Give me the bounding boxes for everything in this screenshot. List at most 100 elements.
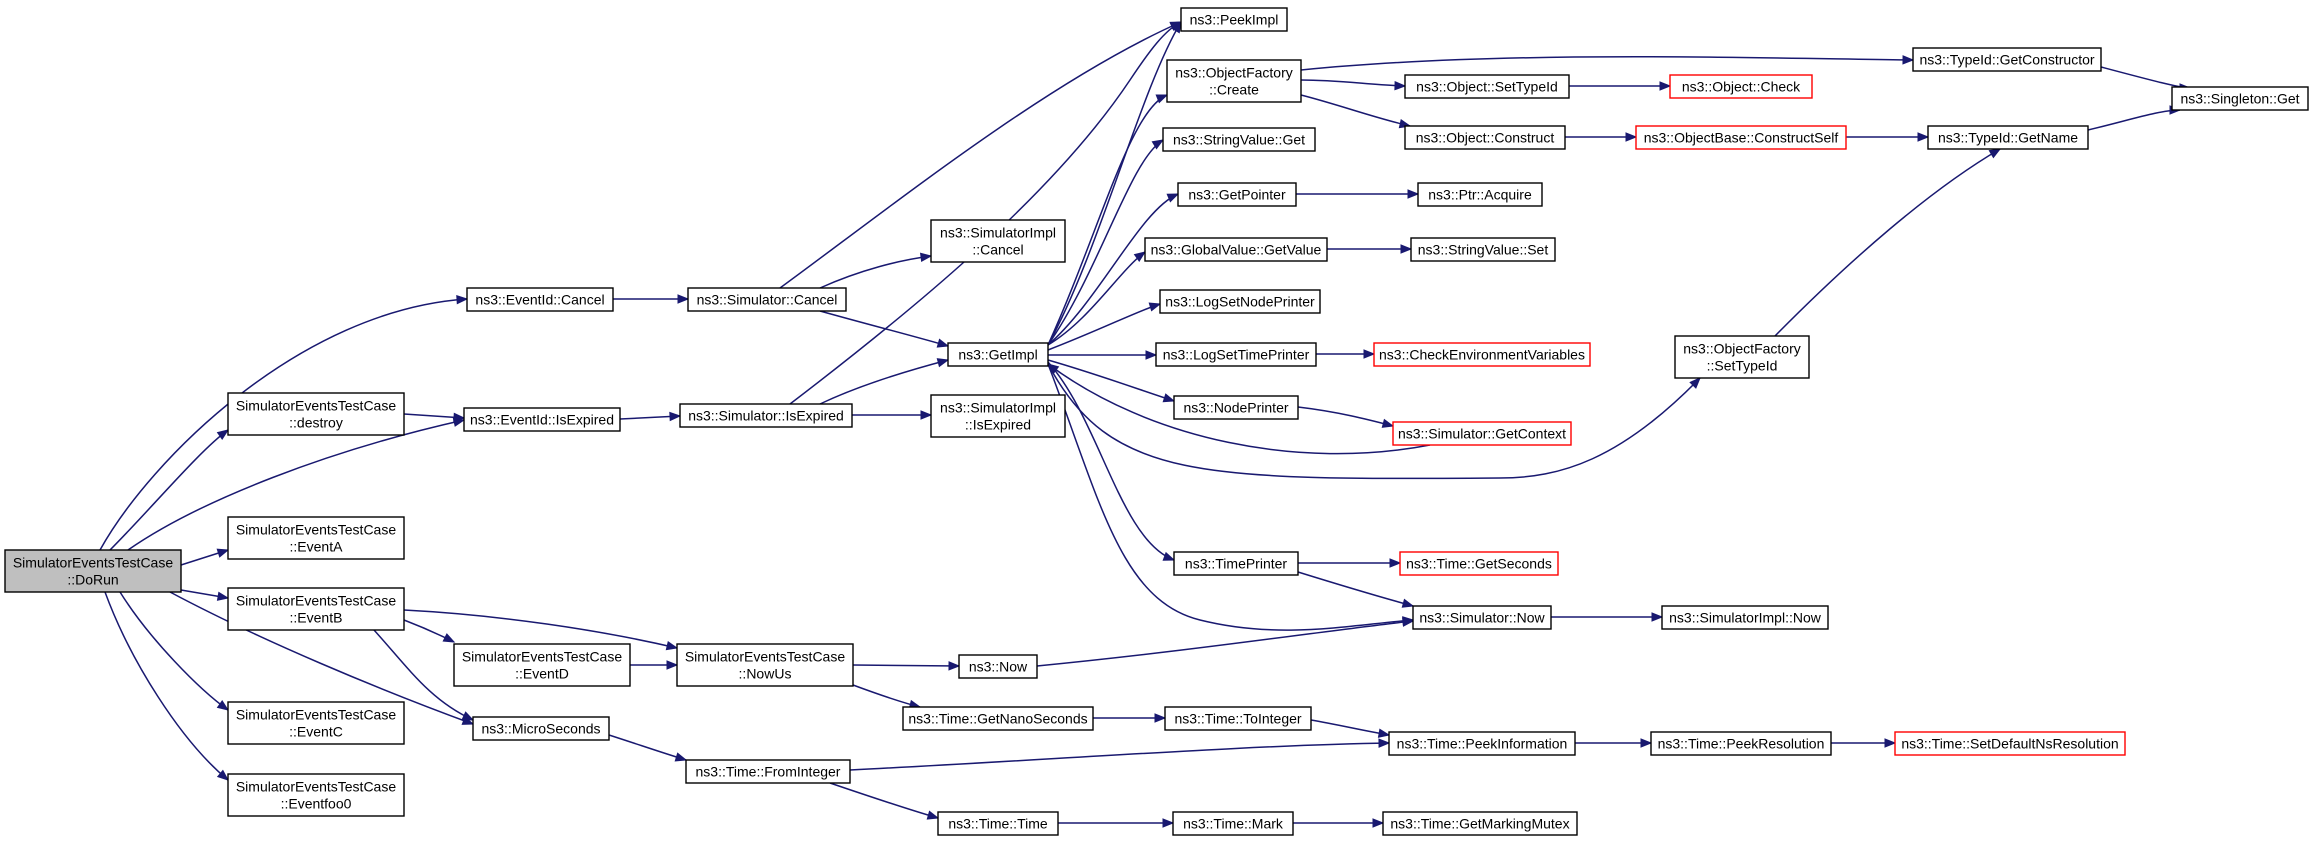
node-of-create[interactable]: ns3::ObjectFactory::Create	[1166, 59, 1302, 103]
node-label: ns3::StringValue::Get	[1173, 132, 1305, 148]
edge-getimpl-to-timeprinter	[1047, 361, 1176, 561]
edge-obj_construct-to-constructself	[1565, 132, 1638, 142]
node-eventid-isexpired[interactable]: ns3::EventId::IsExpired	[463, 407, 621, 432]
arrowhead-icon	[1151, 139, 1165, 150]
arrowhead-icon	[1171, 20, 1182, 34]
node-checkenv[interactable]: ns3::CheckEnvironmentVariables	[1373, 342, 1591, 367]
node-peekres[interactable]: ns3::Time::PeekResolution	[1650, 731, 1832, 756]
node-label: ns3::Ptr::Acquire	[1428, 187, 1532, 203]
arrowhead-icon	[666, 660, 679, 670]
node-sv-get[interactable]: ns3::StringValue::Get	[1162, 127, 1316, 152]
node-label: ns3::Time::PeekInformation	[1397, 736, 1568, 752]
edge-line	[1047, 94, 1168, 346]
node-logtime[interactable]: ns3::LogSetTimePrinter	[1155, 342, 1317, 367]
node-eventb[interactable]: SimulatorEventsTestCase::EventB	[227, 587, 405, 631]
edge-logtime-to-checkenv	[1316, 349, 1376, 359]
node-eventd[interactable]: SimulatorEventsTestCase::EventD	[453, 643, 631, 687]
node-getseconds[interactable]: ns3::Time::GetSeconds	[1399, 551, 1559, 576]
node-label: ns3::TypeId::GetConstructor	[1919, 52, 2094, 68]
node-gv-getvalue[interactable]: ns3::GlobalValue::GetValue	[1144, 237, 1328, 262]
node-nowus[interactable]: SimulatorEventsTestCase::NowUs	[676, 643, 854, 687]
edge-timetime-to-mark	[1058, 818, 1175, 828]
arrowhead-icon	[1401, 598, 1415, 608]
arrowhead-icon	[1046, 363, 1060, 375]
node-getimpl[interactable]: ns3::GetImpl	[947, 342, 1049, 367]
node-box	[1166, 59, 1302, 103]
edge-getimpl-to-gv_getvalue	[1047, 251, 1147, 346]
node-nodeprinter[interactable]: ns3::NodePrinter	[1173, 395, 1299, 420]
node-getnano[interactable]: ns3::Time::GetNanoSeconds	[902, 706, 1094, 731]
node-constructself[interactable]: ns3::ObjectBase::ConstructSelf	[1635, 125, 1847, 150]
node-sim-cancel[interactable]: ns3::Simulator::Cancel	[687, 287, 847, 312]
node-box	[1417, 182, 1543, 207]
edge-line	[127, 419, 465, 551]
node-box	[687, 287, 847, 312]
arrowhead-icon	[1162, 551, 1176, 561]
edge-destroy-to-eventid_isexpired	[403, 412, 466, 423]
arrowhead-icon	[216, 429, 230, 440]
node-peekimpl[interactable]: ns3::PeekImpl	[1180, 7, 1288, 32]
edge-fromint-to-peekinfo	[849, 738, 1391, 771]
node-box	[958, 654, 1038, 679]
node-timetime[interactable]: ns3::Time::Time	[937, 811, 1059, 836]
arrowhead-icon	[677, 294, 690, 304]
node-eventa[interactable]: SimulatorEventsTestCase::EventA	[227, 516, 405, 560]
node-eventid-cancel[interactable]: ns3::EventId::Cancel	[466, 287, 614, 312]
node-sim-isexpired[interactable]: ns3::Simulator::IsExpired	[679, 403, 853, 428]
edge-getimpl-to-peekimpl	[1047, 20, 1182, 346]
node-eventc[interactable]: SimulatorEventsTestCase::EventC	[227, 701, 405, 745]
node-label: ns3::Simulator::GetContext	[1398, 426, 1566, 442]
node-label: ns3::GlobalValue::GetValue	[1151, 242, 1322, 258]
node-simimpl-cancel[interactable]: ns3::SimulatorImpl::Cancel	[930, 219, 1066, 263]
arrowhead-icon	[1133, 251, 1147, 262]
node-label: ::EventD	[515, 666, 569, 682]
node-mark[interactable]: ns3::Time::Mark	[1172, 811, 1294, 836]
edge-sim_cancel-to-simimpl_cancel	[819, 252, 933, 289]
node-tointeger[interactable]: ns3::Time::ToInteger	[1164, 706, 1312, 731]
node-getcontext[interactable]: ns3::Simulator::GetContext	[1392, 421, 1572, 446]
node-label: SimulatorEventsTestCase	[13, 555, 174, 571]
arrowhead-icon	[1162, 393, 1176, 403]
node-label: ns3::Time::SetDefaultNsResolution	[1901, 736, 2118, 752]
arrowhead-icon	[665, 640, 679, 651]
node-of-settypeid[interactable]: ns3::ObjectFactory::SetTypeId	[1674, 335, 1810, 379]
node-obj-check[interactable]: ns3::Object::Check	[1669, 74, 1813, 99]
node-peekinfo[interactable]: ns3::Time::PeekInformation	[1388, 731, 1576, 756]
edge-line	[1047, 359, 1175, 402]
node-sv-set[interactable]: ns3::StringValue::Set	[1410, 237, 1556, 262]
node-getpointer[interactable]: ns3::GetPointer	[1177, 182, 1297, 207]
node-obj-construct[interactable]: ns3::Object::Construct	[1404, 125, 1566, 150]
node-lognode[interactable]: ns3::LogSetNodePrinter	[1159, 289, 1321, 314]
node-setdefres[interactable]: ns3::Time::SetDefaultNsResolution	[1894, 731, 2126, 756]
node-fromint[interactable]: ns3::Time::FromInteger	[685, 759, 851, 784]
node-label: ns3::Simulator::Now	[1419, 610, 1545, 626]
node-label: ns3::SimulatorImpl::Now	[1669, 610, 1822, 626]
arrowhead-icon	[1363, 349, 1376, 359]
edge-getimpl-to-sv_get	[1047, 139, 1165, 346]
node-microseconds[interactable]: ns3::MicroSeconds	[472, 716, 610, 741]
node-eventfoo0[interactable]: SimulatorEventsTestCase::Eventfoo0	[227, 773, 405, 817]
node-getmarking[interactable]: ns3::Time::GetMarkingMutex	[1382, 811, 1578, 836]
node-label: ns3::EventId::Cancel	[475, 292, 604, 308]
edge-dorun-to-eventa	[180, 548, 230, 566]
node-timeprinter[interactable]: ns3::TimePrinter	[1173, 551, 1299, 576]
edge-line	[109, 429, 229, 551]
edge-line	[1300, 94, 1411, 127]
node-ns3now[interactable]: ns3::Now	[958, 654, 1038, 679]
edge-line	[1310, 719, 1390, 736]
node-box	[4, 549, 182, 593]
node-simimpl-now[interactable]: ns3::SimulatorImpl::Now	[1661, 605, 1829, 630]
node-tid-getctor[interactable]: ns3::TypeId::GetConstructor	[1912, 47, 2102, 72]
node-box	[227, 773, 405, 817]
node-obj-settypeid[interactable]: ns3::Object::SetTypeId	[1404, 74, 1570, 99]
node-sim-now[interactable]: ns3::Simulator::Now	[1412, 605, 1552, 630]
node-ptr-acquire[interactable]: ns3::Ptr::Acquire	[1417, 182, 1543, 207]
edge-getimpl-to-of_create	[1047, 94, 1169, 346]
node-singleton[interactable]: ns3::Singleton::Get	[2171, 86, 2309, 111]
edge-tointeger-to-peekinfo	[1310, 719, 1391, 738]
node-simimpl-isexpired[interactable]: ns3::SimulatorImpl::IsExpired	[930, 394, 1066, 438]
node-label: ns3::CheckEnvironmentVariables	[1379, 347, 1585, 363]
node-tid-getname[interactable]: ns3::TypeId::GetName	[1927, 125, 2089, 150]
edge-line	[1047, 193, 1179, 346]
node-destroy[interactable]: SimulatorEventsTestCase::destroy	[227, 392, 405, 436]
